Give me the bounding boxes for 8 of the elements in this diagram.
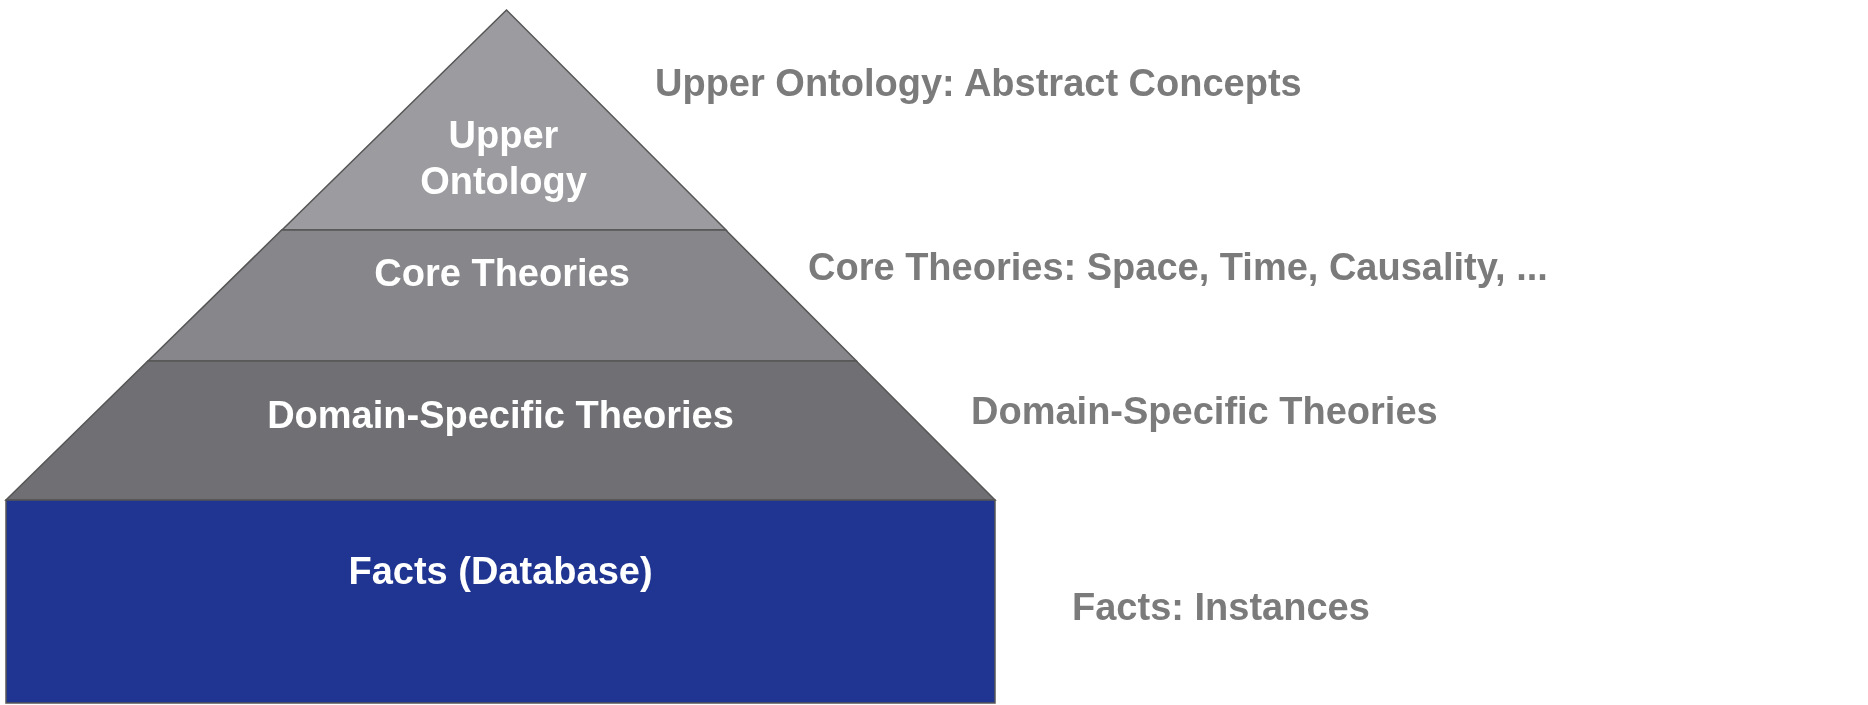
layer-description: Facts: Instances [1072, 585, 1370, 630]
layer-label: Domain-Specific Theories [266, 393, 735, 438]
layer-label: Core Theories [373, 251, 631, 296]
layer-description: Core Theories: Space, Time, Causality, ... [808, 245, 1548, 290]
layer-description: Upper Ontology: Abstract Concepts [655, 61, 1302, 106]
layer-label: Facts (Database) [347, 549, 654, 594]
layer-description: Domain-Specific Theories [971, 389, 1438, 434]
layer-label: Upper Ontology [419, 113, 588, 204]
